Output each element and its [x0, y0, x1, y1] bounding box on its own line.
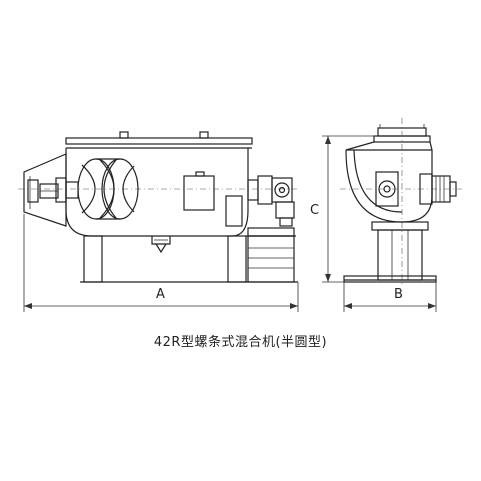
drawing-caption: 42R型螺条式混合机(半圆型): [153, 335, 328, 350]
side-view: C B: [310, 118, 462, 312]
dim-label-c: C: [310, 203, 319, 218]
dim-label-b: B: [394, 287, 403, 302]
front-view: A: [18, 131, 300, 312]
dim-label-a: A: [156, 287, 165, 302]
